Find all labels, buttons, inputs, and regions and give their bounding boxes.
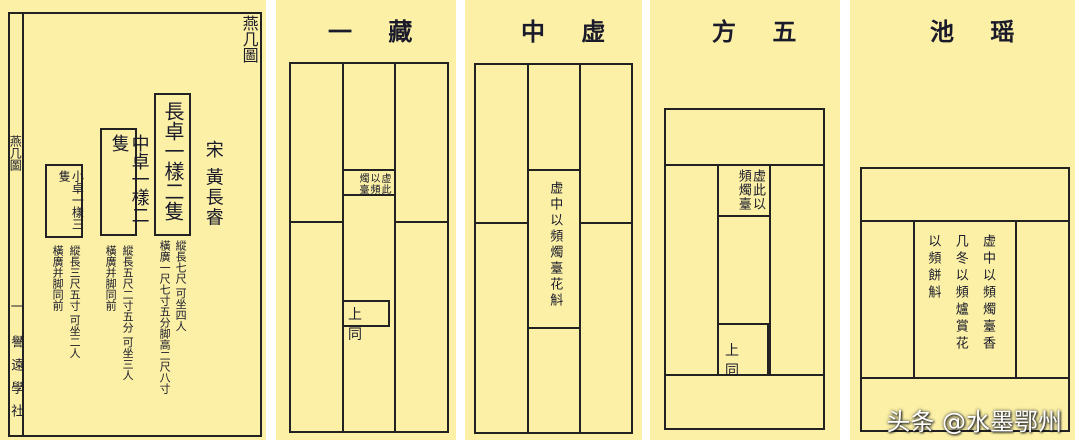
table-label-long: 長卓一樣二隻: [154, 93, 191, 236]
label-box-top: 虚此以頻燭臺: [342, 169, 396, 196]
panel-title: 方 五: [712, 17, 811, 46]
divider: [717, 164, 719, 375]
table-note: 縱長七尺 可坐四人: [174, 240, 188, 332]
divider: [342, 62, 344, 433]
layout-frame: [289, 62, 449, 433]
margin-line: [22, 12, 24, 437]
author: 宋 黃長睿: [202, 140, 224, 228]
layout-frame: [860, 167, 1070, 432]
panel-title: 中 虚: [521, 17, 620, 46]
margin-publisher: 譽遠學社: [8, 335, 24, 427]
table-label-medium: 中卓一樣二隻: [100, 128, 150, 236]
divider: [394, 62, 396, 433]
diagram-panel-fangwu: 方 五 虚此以頻燭臺 上 同: [650, 0, 840, 440]
layout-frame: [474, 63, 633, 434]
divider: [394, 221, 449, 223]
left-page: 燕几圖 一 譽遠學社 燕几圖 宋 黃長睿 長卓一樣二隻 縱長七尺 可坐四人 橫廣…: [0, 0, 266, 440]
divider: [289, 221, 343, 223]
page-title: 燕几圖: [239, 15, 259, 63]
watermark: 头条 @水墨鄂州: [886, 408, 1062, 436]
layout-frame: [664, 108, 825, 430]
diagram-panel-yizang: 一 藏 虚此以頻燭臺 上 同: [276, 0, 456, 440]
label-box-center: 虚中以頻燭臺香几冬以頻爐賞花以頻餅斛: [913, 220, 1017, 379]
label-box-center: 虚中以頻燭臺花斛: [527, 169, 581, 329]
table-note: 橫廣一尺七寸五分脚高二尺八寸: [158, 240, 172, 394]
margin-page: 一: [9, 300, 24, 312]
table-label-small: 小卓一樣三隻: [45, 164, 84, 238]
diagram-panel-chiyao: 池 瑶 虚中以頻燭臺香几冬以頻爐賞花以頻餅斛: [850, 0, 1075, 440]
page-border: [8, 12, 262, 437]
table-note: 橫廣并脚同前: [51, 245, 65, 311]
table-note: 橫廣并脚同前: [104, 245, 118, 311]
table-note: 縱長三尺五寸 可坐二人: [68, 245, 82, 359]
table-note: 縱長五尺二寸五分 可坐三人: [121, 245, 135, 381]
label-box-top: 虚此以頻燭臺: [717, 164, 771, 217]
divider: [769, 164, 771, 375]
panel-title: 一 藏: [328, 17, 427, 46]
margin-title: 燕几圖: [8, 135, 23, 171]
panel-title: 池 瑶: [930, 17, 1029, 46]
diagram-panel-zhongxu: 中 虚 虚中以頻燭臺花斛: [465, 0, 642, 440]
label-box-bottom: 上 同: [717, 323, 769, 379]
label-box-bottom: 上 同: [342, 300, 390, 343]
